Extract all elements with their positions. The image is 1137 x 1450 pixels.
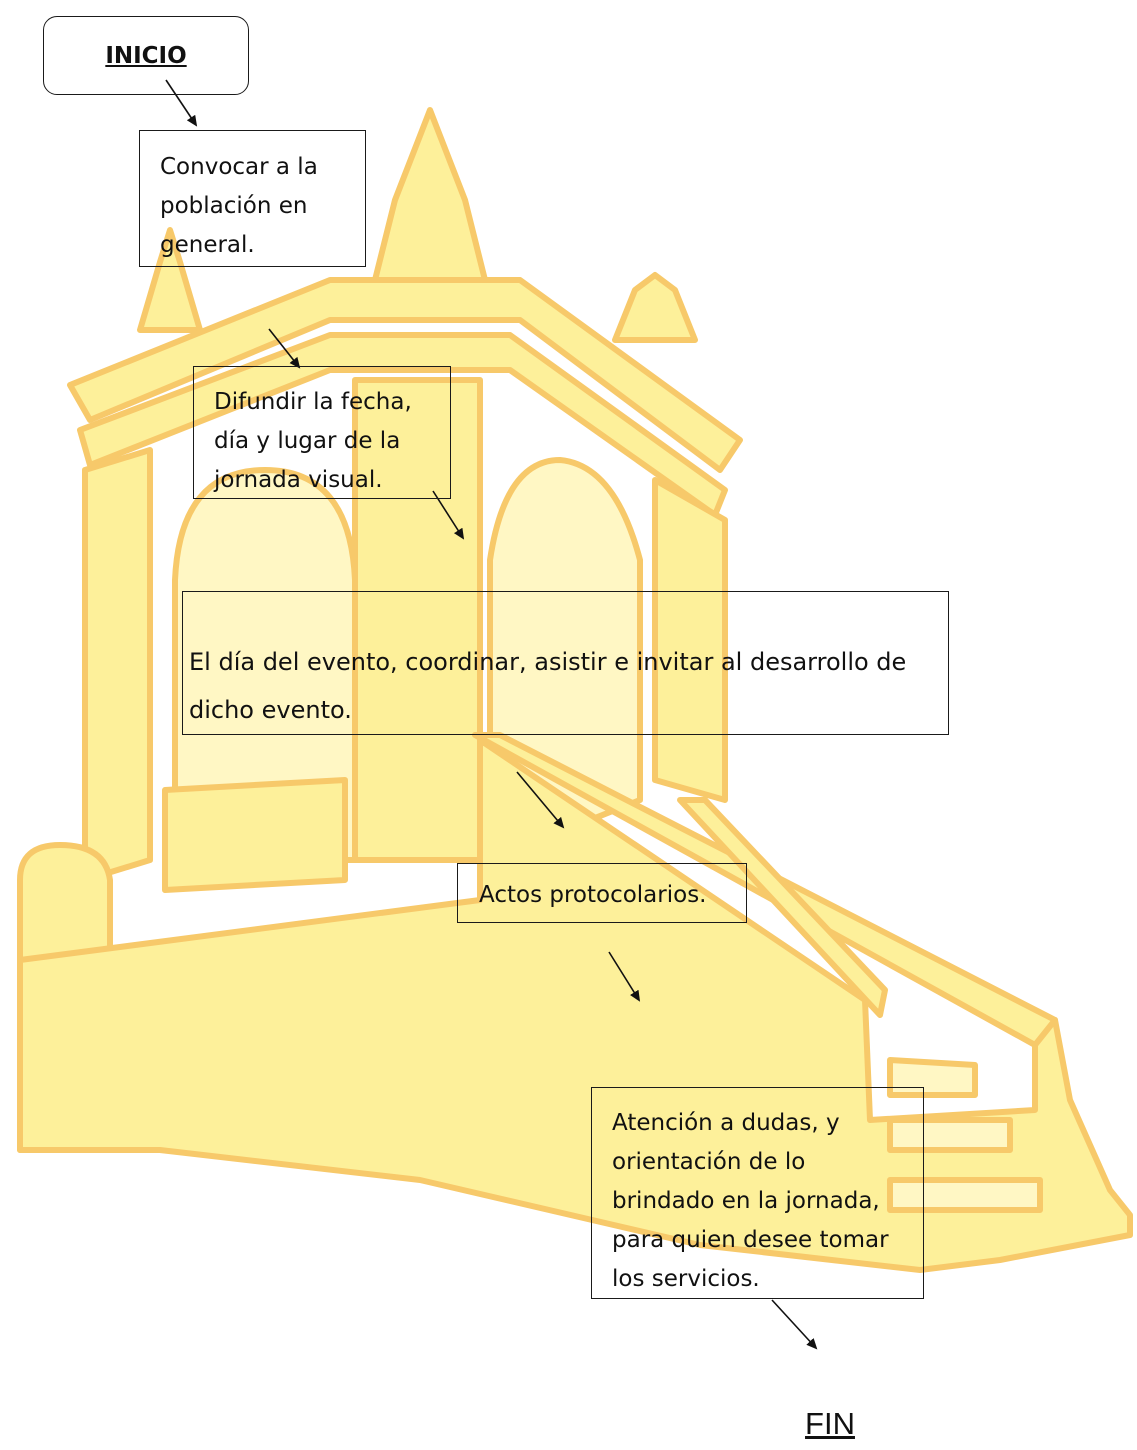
step-convocar: Convocar a la población en general. (139, 130, 366, 267)
step-text-line: día y lugar de la (214, 428, 401, 454)
step-atencion-dudas: Atención a dudas, y orientación de lo br… (591, 1087, 924, 1299)
step-actos-protocolarios: Actos protocolarios. (457, 863, 747, 923)
step-dia-del-evento: El día del evento, coordinar, asistir e … (182, 591, 949, 735)
step-text-line: población en (160, 193, 308, 219)
step-text-line: Atención a dudas, y (612, 1110, 840, 1136)
step-text-line: brindado en la jornada, (612, 1188, 880, 1214)
start-node: INICIO (43, 16, 249, 95)
step-difundir: Difundir la fecha, día y lugar de la jor… (193, 366, 451, 499)
end-node: FIN (805, 1406, 855, 1441)
step-text-line: El día del evento, coordinar, asistir e … (189, 648, 907, 676)
step-text-line: jornada visual. (214, 467, 383, 493)
step-text-line: para quien desee tomar (612, 1227, 889, 1253)
step-text-line: Difundir la fecha, (214, 389, 412, 415)
step-text-line: general. (160, 232, 255, 258)
step-text-line: orientación de lo (612, 1149, 806, 1175)
step-text-line: dicho evento. (189, 696, 352, 724)
step-text-line: Actos protocolarios. (479, 882, 707, 908)
step-text-line: Convocar a la (160, 154, 318, 180)
step-text-line: los servicios. (612, 1266, 760, 1292)
